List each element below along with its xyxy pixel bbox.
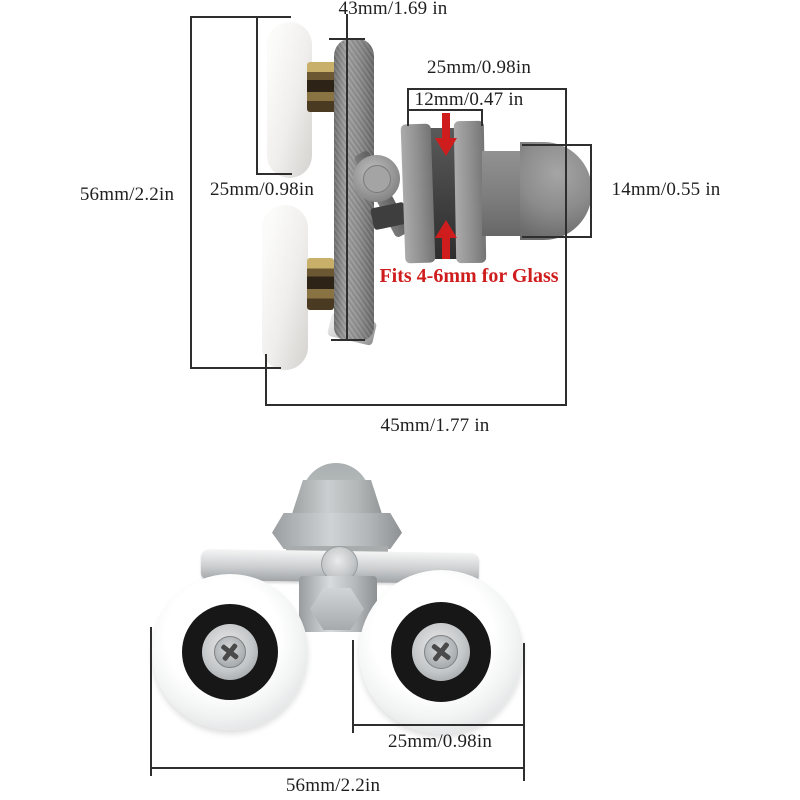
dimension-line (522, 144, 592, 146)
dimension-line (150, 627, 152, 776)
dimension-line (352, 724, 525, 726)
dimension-line (265, 404, 567, 406)
dim-label-clamp-length: 25mm/0.98in (426, 57, 532, 78)
dimension-line (265, 354, 267, 406)
dimension-line (407, 88, 567, 90)
dimension-line (190, 367, 281, 369)
dimension-line (352, 640, 354, 733)
right-wheel (359, 570, 523, 734)
lower-roller-wheel (262, 205, 308, 370)
dimension-line (590, 144, 592, 238)
upper-roller-axle (307, 62, 337, 112)
dimension-line (256, 173, 292, 175)
glass-gap-arrow-down-icon (435, 113, 457, 157)
dim-label-roller-diameter: 25mm/0.98in (209, 179, 315, 200)
dim-label-bracket-height: 43mm/1.69 in (338, 0, 448, 19)
pivot-bolt-center (363, 165, 391, 193)
dimension-line (407, 109, 483, 111)
dimension-line (190, 16, 192, 369)
lower-roller-axle (307, 258, 334, 310)
mount-stem-hex (291, 480, 383, 517)
left-wheel (152, 574, 308, 730)
mount-stem-collar (272, 513, 402, 549)
clamp-neck (482, 151, 524, 236)
dimension-line (522, 236, 592, 238)
dim-label-knob-diameter: 14mm/0.55 in (611, 179, 721, 200)
dimension-line (150, 767, 525, 769)
left-wheel-screw (214, 636, 246, 668)
dim-label-overall-depth: 45mm/1.77 in (380, 415, 490, 436)
clamp-plate-left (400, 123, 436, 264)
dimension-line (190, 16, 291, 18)
dimension-line (331, 339, 365, 341)
center-hex-nut (310, 588, 364, 630)
dimension-line (407, 109, 409, 126)
clamp-knob (520, 142, 592, 240)
dim-label-overall-height: 56mm/2.2in (79, 184, 175, 205)
dim-label-wheel-diameter: 25mm/0.98in (387, 731, 493, 752)
dimension-line (407, 88, 409, 111)
right-wheel-screw (424, 635, 458, 669)
glass-gap-arrow-up-icon (435, 220, 457, 260)
dimension-line (346, 14, 348, 340)
dimension-line (256, 16, 258, 173)
dim-label-slot-opening: 12mm/0.47 in (414, 89, 524, 110)
dimension-line (565, 88, 567, 406)
upper-roller-wheel (267, 22, 312, 178)
glass-thickness-note: Fits 4-6mm for Glass (379, 265, 559, 287)
dim-label-overall-width: 56mm/2.2in (285, 775, 381, 796)
pivot-bolt (353, 155, 400, 202)
dimension-line (523, 643, 525, 781)
dimension-line (481, 109, 483, 126)
